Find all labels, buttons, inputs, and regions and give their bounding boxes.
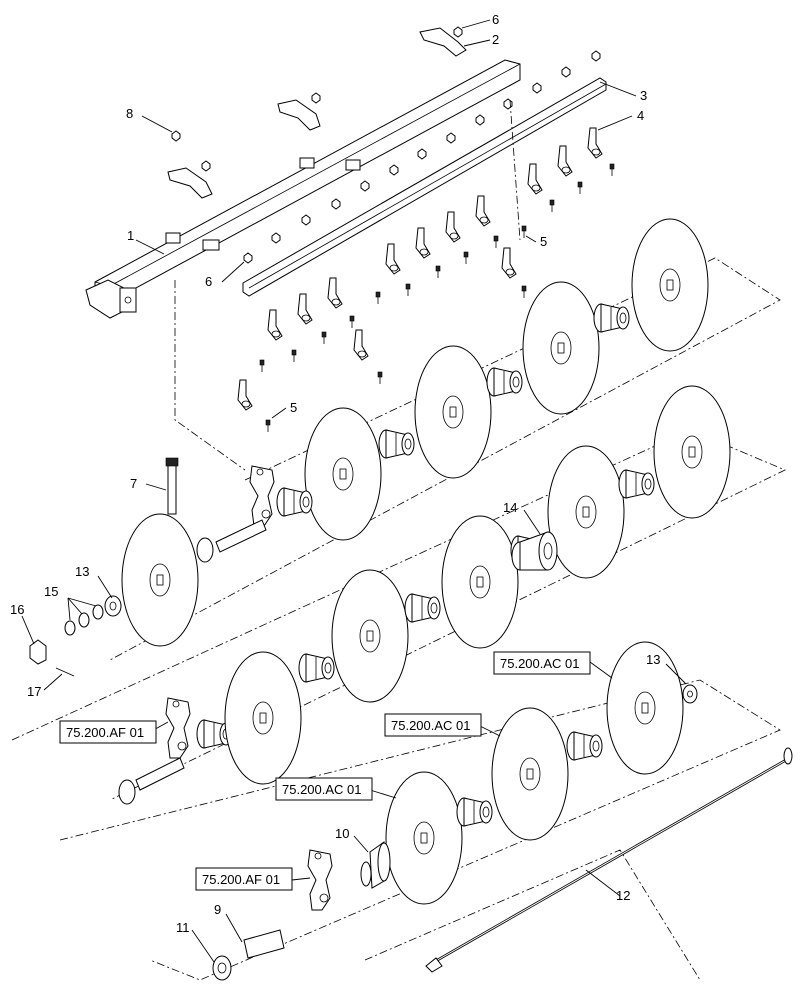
callout-16: 16 [10,602,24,617]
callout-13-left: 13 [75,564,89,579]
callout-15: 15 [44,584,58,599]
reference-link-ac-1[interactable]: 75.200.AC 01 [493,651,591,675]
shaft-parts [135,457,285,959]
reference-label: 75.200.AC 01 [282,782,362,797]
callout-13-right: 13 [646,652,660,667]
reference-boxes: 75.200.AC 01 75.200.AC 01 75.200.AC 01 7… [59,651,591,891]
bearing-assembly [511,531,558,571]
leader-lines [21,19,687,963]
reference-link-ac-2[interactable]: 75.200.AC 01 [384,713,482,737]
callout-labels: 1 2 3 4 5 5 6 6 7 8 9 10 11 12 13 13 14 … [10,12,660,935]
spacer [360,841,391,889]
callout-6-upper: 6 [492,12,499,27]
reference-label: 75.200.AF 01 [66,725,144,740]
callout-5-lower: 5 [290,400,297,415]
gang-bolt [425,747,793,973]
callout-14: 14 [503,500,517,515]
callout-4: 4 [637,108,644,123]
callout-11: 11 [176,920,190,935]
callout-10: 10 [335,826,349,841]
callout-12: 12 [616,888,630,903]
callout-7: 7 [130,476,137,491]
callout-3: 3 [640,88,647,103]
callout-5-upper: 5 [540,234,547,249]
reference-label: 75.200.AC 01 [500,656,580,671]
callout-6-lower: 6 [205,274,212,289]
reference-link-af-1[interactable]: 75.200.AF 01 [59,720,157,744]
callout-9: 9 [214,902,221,917]
washers-and-hardware [29,537,698,981]
reference-link-af-2[interactable]: 75.200.AF 01 [195,867,293,891]
callout-8: 8 [126,106,133,121]
scraper-bar [242,77,607,297]
callout-17: 17 [27,684,41,699]
callout-2: 2 [492,32,499,47]
bracket-parts [167,27,467,199]
reference-label: 75.200.AF 01 [202,872,280,887]
frame-beam [85,59,521,319]
reference-label: 75.200.AC 01 [391,718,471,733]
reference-link-ac-3[interactable]: 75.200.AC 01 [275,777,373,801]
callout-1: 1 [127,228,134,243]
